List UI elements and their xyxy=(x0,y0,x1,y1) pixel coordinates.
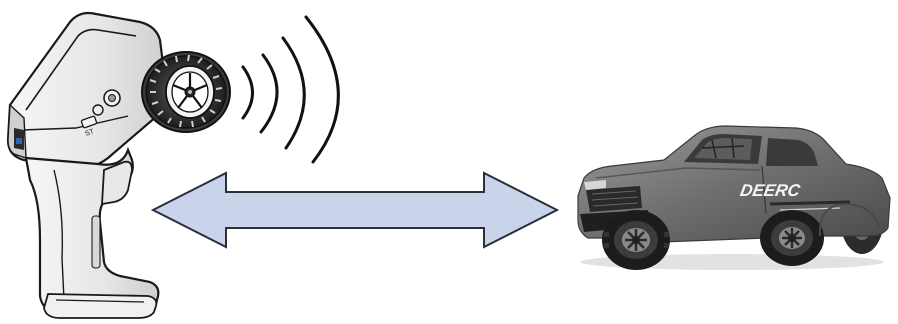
truck-brand-decal: DEERC xyxy=(739,180,803,200)
radio-waves-icon xyxy=(243,17,338,162)
truck-rear-side-wheel xyxy=(760,210,824,266)
radio-wave-4 xyxy=(306,17,338,162)
radio-wave-2 xyxy=(261,55,277,132)
transmitter-base xyxy=(44,294,156,318)
radio-wave-1 xyxy=(243,67,253,118)
rc-short-course-truck-icon: DEERC xyxy=(578,126,890,270)
transmitter-button-2 xyxy=(93,105,103,115)
radio-wave-3 xyxy=(283,38,304,148)
double-arrow-icon xyxy=(153,173,557,247)
transmitter-led xyxy=(16,138,22,144)
truck-front-wheel xyxy=(602,210,670,270)
rc-transmitter-icon: ST xyxy=(8,13,230,318)
steering-wheel xyxy=(142,52,230,132)
